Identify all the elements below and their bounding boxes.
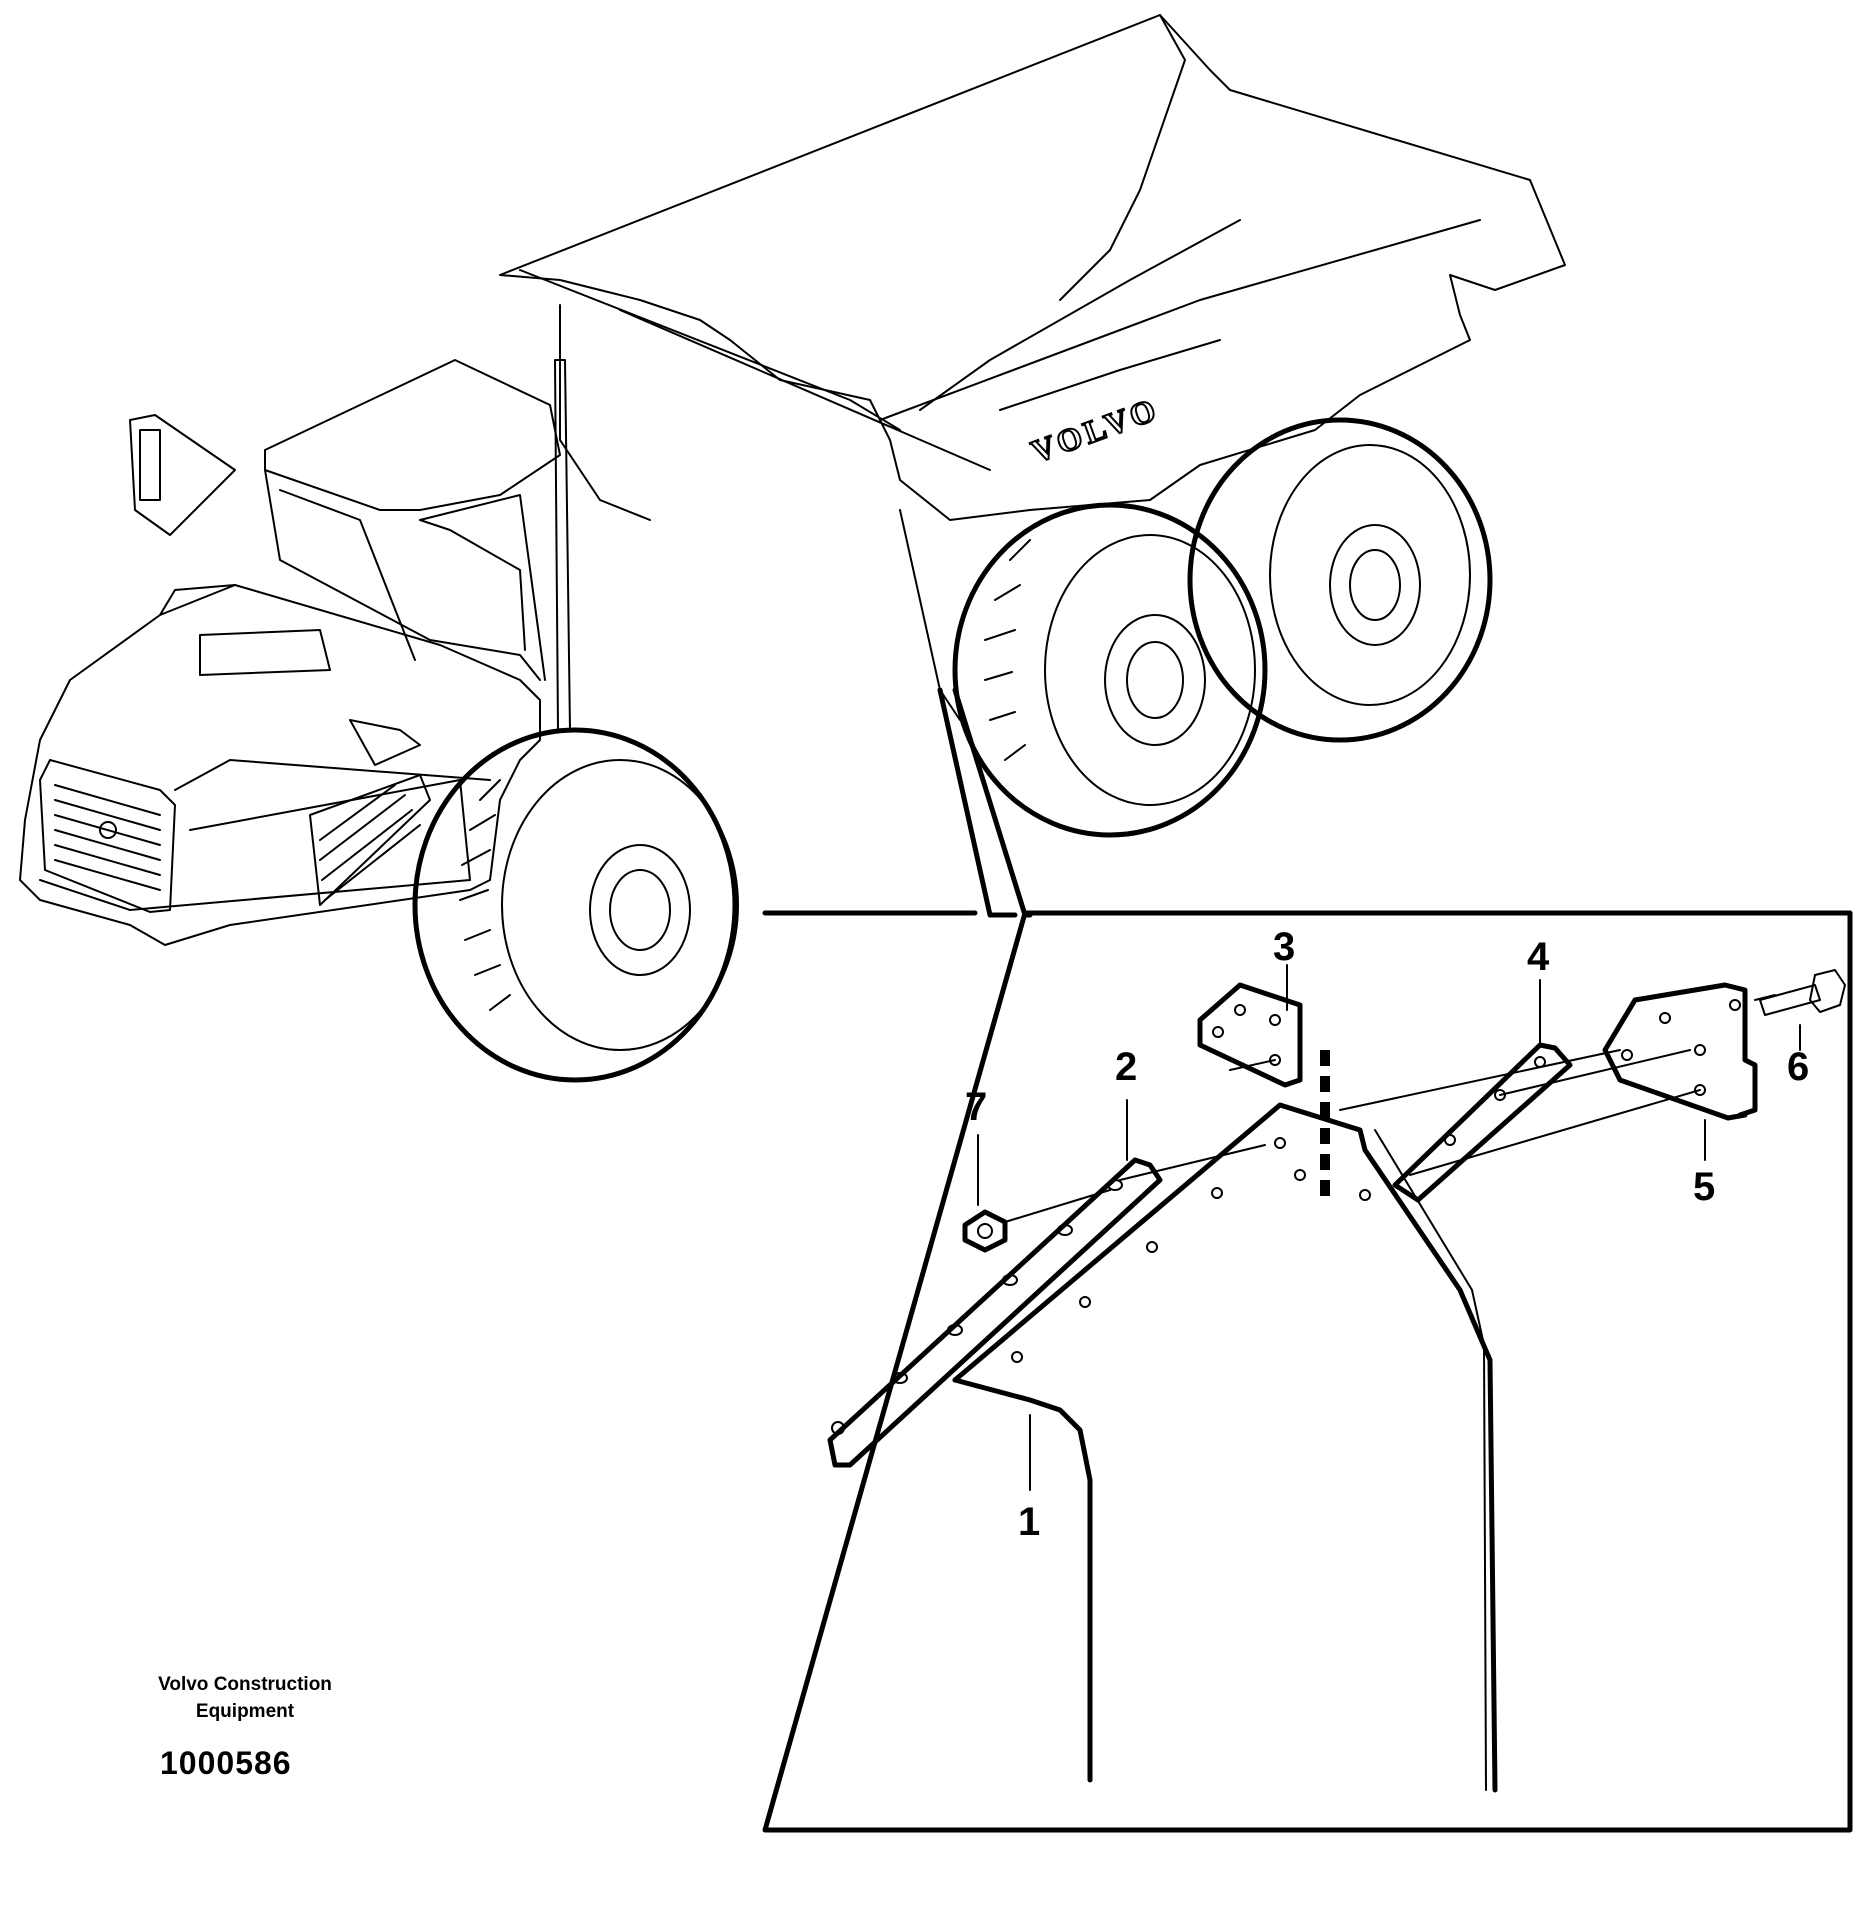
callout-5: 5 [1693,1165,1715,1209]
nut-7 [962,1209,1008,1253]
articulated-hauler-illustration: VOLVO [19,14,1566,1083]
bracket-plate-5 [1602,982,1758,1121]
bracket-plate-3 [1197,982,1303,1088]
right-bracket-strip [1392,1042,1573,1203]
bolt-6 [1759,969,1846,1016]
callout-6: 6 [1787,1045,1809,1089]
front-wheel [412,727,739,1083]
side-vent [309,774,431,906]
mudguard-panel [952,1102,1498,1793]
callout-1: 1 [1018,1500,1040,1544]
publisher-line-2: Equipment [195,1701,295,1722]
publisher-line-1: Volvo Construction [158,1674,332,1695]
brand-mark: VOLVO [1027,390,1164,469]
left-bracket-strip [827,1157,1163,1468]
callout-3: 3 [1273,925,1295,969]
callout-7: 7 [965,1085,987,1129]
engine-hood [19,584,541,946]
radiator-grille [39,759,176,913]
middle-wheel [952,502,1268,838]
callout-2: 2 [1115,1045,1137,1089]
detail-leader [937,687,1018,918]
dump-body [499,14,1566,521]
drawing-number: 1000586 [160,1745,292,1781]
callout-leaders [977,964,1801,1491]
detail-inset: 1 2 3 4 5 6 7 [762,910,1853,1833]
rear-wheel [1187,417,1493,743]
publisher-caption: Volvo Construction Equipment [130,1671,360,1725]
callout-4: 4 [1527,935,1550,979]
cab [129,359,571,731]
assembly-lines [1004,994,1776,1223]
